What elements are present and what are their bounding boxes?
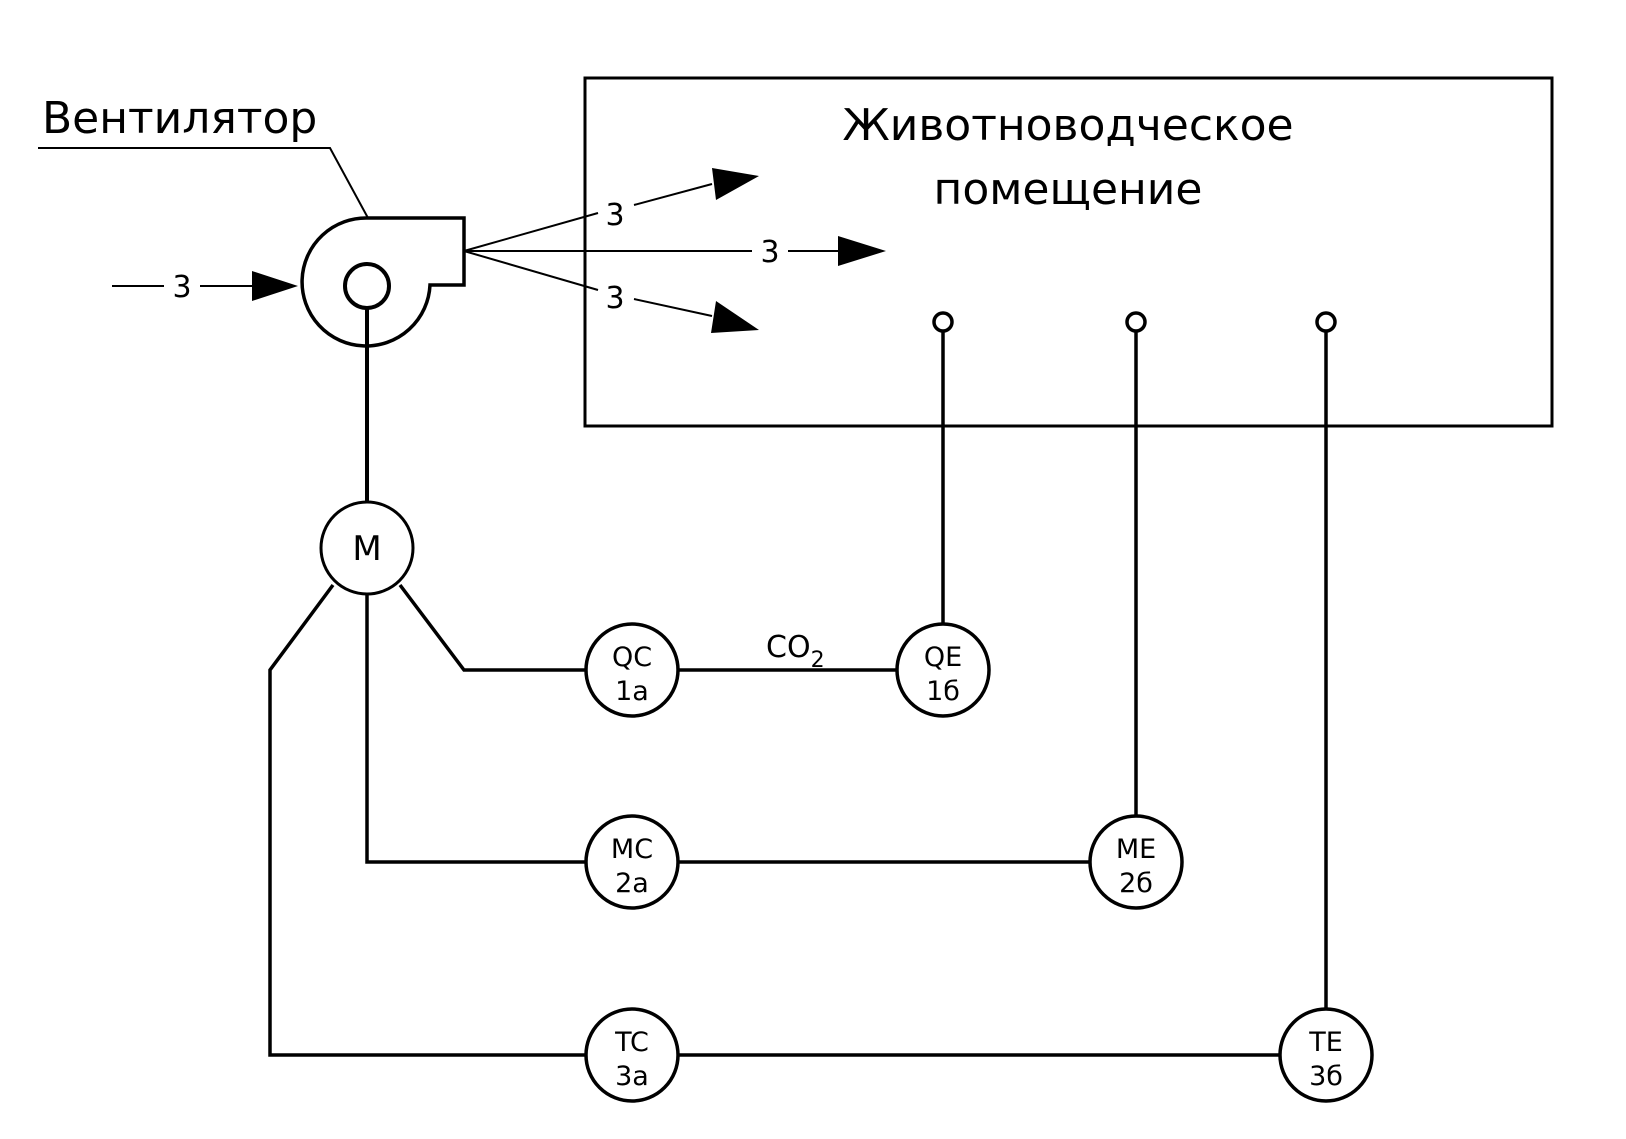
inlet-air-label: 3 xyxy=(172,270,191,305)
outlet-mid-arrowhead xyxy=(838,236,886,266)
fan-impeller xyxy=(343,262,391,310)
motor-label: M xyxy=(352,529,381,569)
node-tc-code: TC xyxy=(614,1027,649,1058)
node-qe-code: QE xyxy=(924,642,962,673)
outlet-bottom-line xyxy=(463,250,599,291)
node-mc-num: 2а xyxy=(615,868,649,899)
node-me-code: ME xyxy=(1116,834,1156,865)
outlet-bottom-line-2 xyxy=(633,298,713,317)
node-te-code: TE xyxy=(1308,1027,1343,1058)
sensor-point-1 xyxy=(932,311,954,333)
sensor-point-3 xyxy=(1315,311,1337,333)
outlet-top-line-2 xyxy=(633,183,713,206)
node-tc-num: 3а xyxy=(615,1061,649,1092)
node-mc-code: MC xyxy=(611,834,653,865)
outlet-bottom-arrowhead xyxy=(711,301,759,333)
outlet-top-line xyxy=(463,212,599,252)
node-qc-1a xyxy=(584,622,680,718)
node-tc-3a xyxy=(584,1007,680,1103)
node-mc-2a xyxy=(584,814,680,910)
wire-motor-qc xyxy=(398,583,585,672)
inlet-arrowhead xyxy=(252,271,298,301)
room-label-line1: Животноводческое xyxy=(842,100,1293,151)
fan-housing xyxy=(300,216,466,348)
node-te-3b xyxy=(1278,1007,1374,1103)
fan-label: Вентилятор xyxy=(42,93,317,144)
node-qe-1b xyxy=(895,622,991,718)
co2-label: CO2 xyxy=(766,630,825,673)
outlet-mid-label: 3 xyxy=(760,235,779,270)
wire-motor-mc xyxy=(365,594,585,864)
sensor-point-2 xyxy=(1125,311,1147,333)
outlet-bottom-label: 3 xyxy=(605,281,624,316)
outlet-top-label: 3 xyxy=(605,198,624,233)
node-qc-code: QC xyxy=(612,642,652,673)
room-label-line2: помещение xyxy=(934,164,1203,215)
node-qc-num: 1а xyxy=(615,676,649,707)
node-te-num: 3б xyxy=(1309,1061,1343,1092)
wire-motor-tc xyxy=(268,583,585,1057)
node-me-2b xyxy=(1088,814,1184,910)
fan-label-leader xyxy=(38,147,369,219)
node-me-num: 2б xyxy=(1119,868,1153,899)
outlet-top-arrowhead xyxy=(712,168,759,200)
node-qe-num: 1б xyxy=(926,676,960,707)
